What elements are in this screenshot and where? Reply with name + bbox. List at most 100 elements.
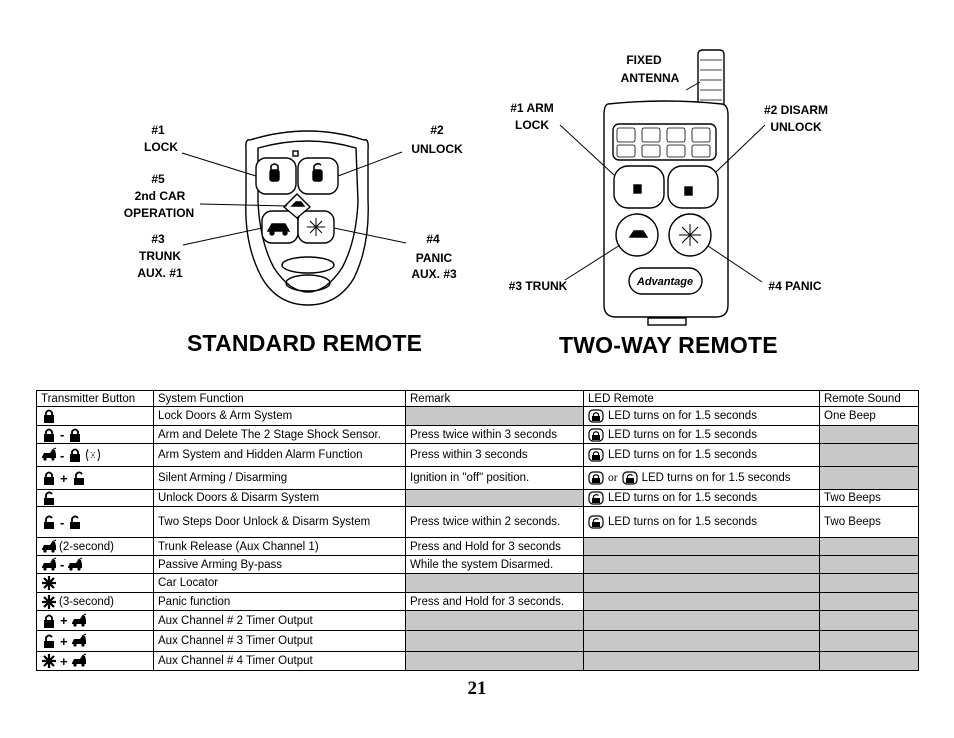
twoway-antenna-line1: FIXED	[626, 53, 662, 67]
cell-remark	[405, 630, 584, 652]
cell-transmitter-button: +	[36, 630, 154, 652]
cell-remark	[405, 489, 584, 507]
std-b5-line1: 2nd CAR	[134, 189, 186, 203]
std-b3-line1: TRUNK	[139, 249, 181, 263]
cell-remote-sound	[819, 537, 919, 556]
button-icons: -	[41, 557, 149, 573]
plus-separator: +	[60, 613, 68, 628]
button-icons	[41, 408, 149, 424]
cell-remark	[405, 610, 584, 631]
cell-led-remote	[583, 573, 820, 593]
cell-remark: Ignition in "off" position.	[405, 466, 584, 490]
cell-system-function: Lock Doors & Arm System	[153, 406, 406, 426]
cell-transmitter-button: +	[36, 466, 154, 490]
header-remark: Remark	[405, 390, 584, 407]
table-row: Car Locator	[36, 573, 919, 593]
twoway-b4: #4 PANIC	[768, 279, 822, 293]
cell-remark	[405, 573, 584, 593]
plus-separator: +	[60, 470, 68, 486]
std-b3-num: #3	[151, 232, 165, 246]
cell-system-function: Aux Channel # 3 Timer Output	[153, 630, 406, 652]
cell-system-function: Car Locator	[153, 573, 406, 593]
cell-transmitter-button: +	[36, 651, 154, 671]
button-icons	[41, 491, 149, 506]
then-separator: -	[60, 514, 65, 530]
cell-remark: While the system Disarmed.	[405, 555, 584, 574]
button-icons: +	[41, 633, 149, 649]
led-text: LED turns on for 1.5 seconds	[608, 492, 757, 504]
led-lock-icon	[588, 448, 604, 462]
lock-closed-icon	[70, 448, 81, 462]
std-b4-line1: PANIC	[415, 251, 453, 265]
cell-system-function: Aux Channel # 2 Timer Output	[153, 610, 406, 631]
cell-system-function: Aux Channel # 4 Timer Output	[153, 651, 406, 671]
two-way-remote-title: TWO-WAY REMOTE	[559, 332, 778, 358]
standard-remote-drawing	[245, 130, 369, 306]
cell-system-function: Two Steps Door Unlock & Disarm System	[153, 506, 406, 538]
header-system-function: System Function	[153, 390, 406, 407]
lock-closed-icon	[70, 428, 81, 442]
header-remote-sound: Remote Sound	[819, 390, 919, 407]
cell-remote-sound	[819, 630, 919, 652]
button-icons: -	[41, 514, 149, 530]
std-b5-line2: OPERATION	[123, 206, 195, 220]
button-duration-label: (3-second)	[59, 595, 114, 608]
std-b4-line2: AUX. #3	[411, 267, 457, 281]
cell-remote-sound: Two Beeps	[819, 489, 919, 507]
sound-wave-icon	[86, 448, 101, 462]
trunk-car-icon	[71, 613, 86, 627]
table-row: + Aux Channel # 3 Timer Output	[36, 630, 919, 652]
cell-remark	[405, 651, 584, 671]
cell-led-remote	[583, 610, 820, 631]
table-row: Lock Doors & Arm System LED turns on for …	[36, 406, 919, 426]
std-b2-num: #2	[430, 123, 444, 137]
twoway-b3: #3 TRUNK	[508, 279, 568, 293]
cell-system-function: Trunk Release (Aux Channel 1)	[153, 537, 406, 556]
cell-transmitter-button	[36, 406, 154, 426]
cell-remote-sound	[819, 555, 919, 574]
plus-separator: +	[60, 633, 68, 649]
led-lock-icon	[588, 427, 604, 442]
panic-star-icon	[42, 654, 56, 668]
table-row: + Aux Channel # 2 Timer Output	[36, 610, 919, 631]
cell-remote-sound	[819, 466, 919, 490]
led-description: LED turns on for 1.5 seconds	[588, 427, 815, 443]
cell-transmitter-button: (2-second)	[36, 537, 154, 556]
cell-remote-sound	[819, 425, 919, 444]
cell-remote-sound	[819, 610, 919, 631]
lock-closed-icon	[44, 471, 54, 485]
std-b1-num: #1	[151, 123, 165, 137]
cell-transmitter-button: -	[36, 425, 154, 444]
then-separator: -	[60, 557, 65, 572]
led-description: LED turns on for 1.5 seconds	[588, 491, 815, 506]
cell-system-function: Passive Arming By-pass	[153, 555, 406, 574]
cell-system-function: Arm System and Hidden Alarm Function	[153, 443, 406, 467]
cell-system-function: Panic function	[153, 592, 406, 611]
cell-remote-sound	[819, 651, 919, 671]
cell-remark: Press twice within 2 seconds.	[405, 506, 584, 538]
std-b2-name: UNLOCK	[411, 142, 463, 156]
button-icons	[41, 575, 149, 591]
lock-open-icon	[44, 634, 54, 648]
std-b1-name: LOCK	[144, 140, 178, 154]
cell-led-remote: LED turns on for 1.5 seconds	[583, 489, 820, 507]
table-row: -Arm and Delete The 2 Stage Shock Sensor…	[36, 425, 919, 444]
twoway-b1-line1: #1 ARM	[510, 101, 554, 115]
button-icons: (2-second)	[41, 539, 149, 555]
lock-open-icon	[73, 471, 84, 485]
table-row: (2-second)Trunk Release (Aux Channel 1)P…	[36, 537, 919, 556]
led-unlock-icon	[621, 471, 638, 485]
std-b4-num: #4	[426, 232, 440, 246]
led-text: LED turns on for 1.5 seconds	[608, 410, 757, 422]
lock-open-icon	[44, 491, 54, 505]
cell-remote-sound	[819, 443, 919, 467]
led-lock-icon	[588, 471, 604, 485]
cell-remote-sound: One Beep	[819, 406, 919, 426]
button-icons: +	[41, 653, 149, 669]
plus-separator: +	[60, 653, 68, 669]
